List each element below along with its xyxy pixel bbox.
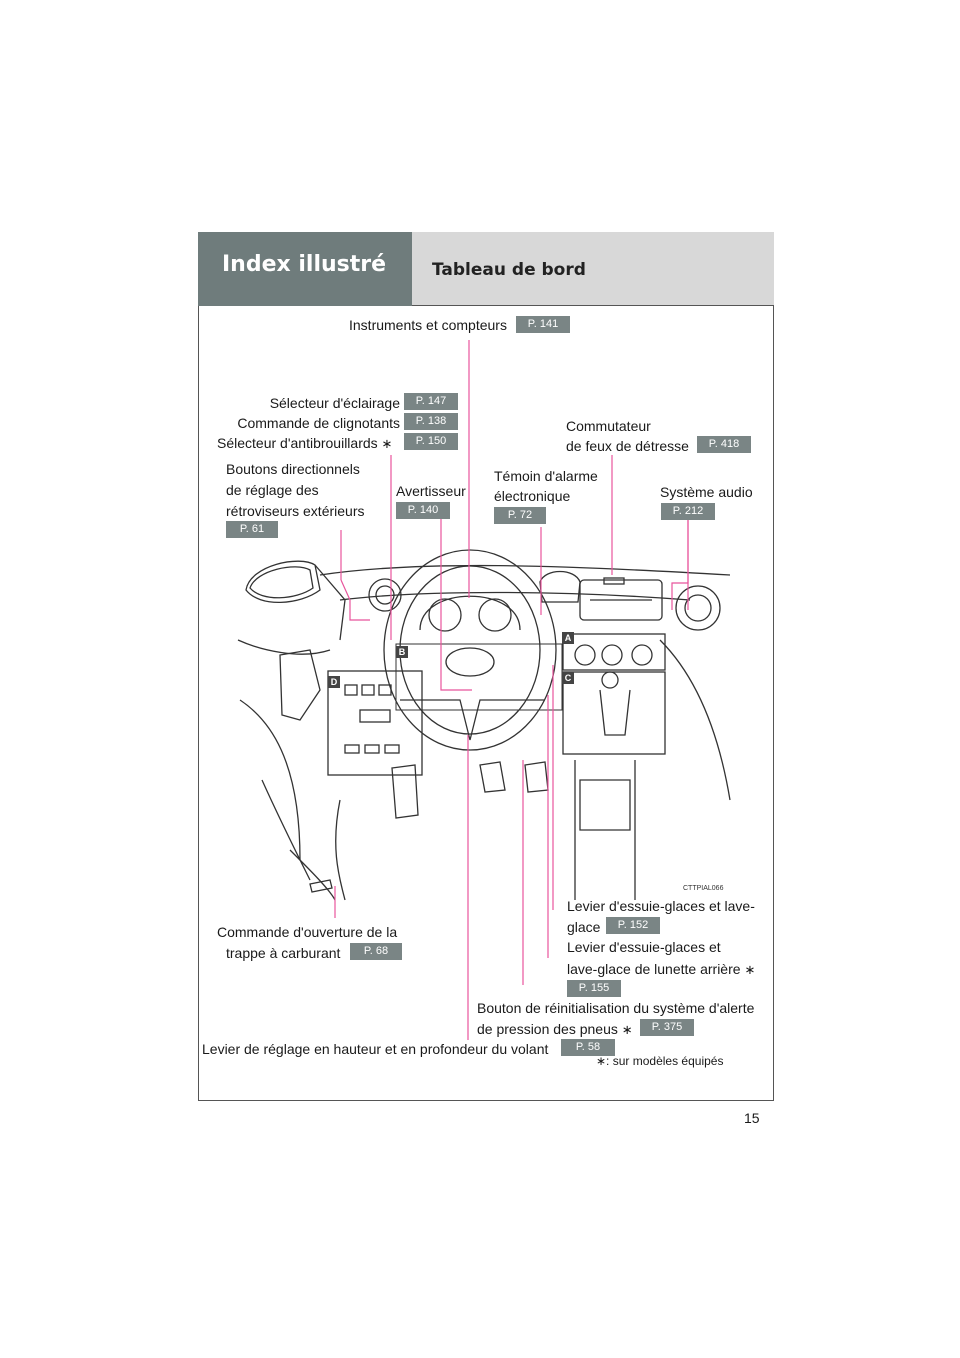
label-detresse-2: de feux de détresse [566, 438, 689, 454]
label-antibrouillards: Sélecteur d'antibrouillards ∗ [217, 434, 392, 453]
pression-text: de pression des pneus [477, 1021, 618, 1037]
ref-avertisseur[interactable]: P. 140 [396, 502, 450, 519]
ref-eclairage[interactable]: P. 147 [404, 393, 458, 410]
label-volant: Levier de réglage en hauteur et en profo… [202, 1041, 549, 1057]
section-title: Index illustré [222, 252, 387, 277]
page-header: Tableau de bord [412, 232, 774, 306]
label-alarme-2: électronique [494, 488, 571, 504]
section-header: Index illustré [198, 232, 412, 306]
label-essuie1-1: Levier d'essuie-glaces et lave- [567, 898, 755, 914]
footnote: ∗: sur modèles équipés [596, 1054, 724, 1068]
label-pression-1: Bouton de réinitialisation du système d'… [477, 1000, 755, 1016]
label-retroviseurs-2: de réglage des [226, 482, 319, 498]
label-instruments: Instruments et compteurs [349, 317, 507, 333]
ref-pression[interactable]: P. 375 [640, 1019, 694, 1036]
label-carburant-2: trappe à carburant [226, 945, 341, 961]
pression-star: ∗ [621, 1022, 633, 1037]
badge-c: C [562, 672, 574, 684]
ref-clignotants[interactable]: P. 138 [404, 413, 458, 430]
ref-alarme[interactable]: P. 72 [494, 507, 546, 524]
ref-carburant[interactable]: P. 68 [350, 943, 402, 960]
ref-essuie1[interactable]: P. 152 [606, 917, 660, 934]
ref-essuie2[interactable]: P. 155 [567, 980, 621, 997]
badge-b: B [396, 646, 408, 658]
ref-retroviseurs[interactable]: P. 61 [226, 521, 278, 538]
label-essuie1-2: glace [567, 919, 601, 935]
badge-a: A [562, 632, 574, 644]
label-carburant-1: Commande d'ouverture de la [217, 924, 398, 940]
antibrouillards-star: ∗ [381, 436, 393, 451]
label-retroviseurs-3: rétroviseurs extérieurs [226, 503, 365, 519]
label-detresse-1: Commutateur [566, 418, 651, 434]
page-number: 15 [744, 1110, 760, 1126]
ref-audio[interactable]: P. 212 [661, 503, 715, 520]
label-clignotants: Commande de clignotants [237, 415, 400, 431]
label-pression-2: de pression des pneus ∗ [477, 1020, 633, 1039]
essuie2-text: lave-glace de lunette arrière [567, 961, 741, 977]
label-retroviseurs-1: Boutons directionnels [226, 461, 360, 477]
label-avertisseur: Avertisseur [396, 483, 466, 499]
label-eclairage: Sélecteur d'éclairage [269, 395, 400, 411]
ref-instruments[interactable]: P. 141 [516, 316, 570, 333]
label-audio: Système audio [660, 484, 753, 500]
label-alarme-1: Témoin d'alarme [494, 468, 598, 484]
illustration-code: CTTPIAL066 [683, 885, 724, 892]
antibrouillards-text: Sélecteur d'antibrouillards [217, 435, 378, 451]
page-title: Tableau de bord [432, 260, 586, 280]
ref-antibrouillards[interactable]: P. 150 [404, 433, 458, 450]
ref-volant[interactable]: P. 58 [561, 1039, 615, 1056]
badge-d: D [328, 676, 340, 688]
ref-detresse[interactable]: P. 418 [697, 436, 751, 453]
label-essuie2-2: lave-glace de lunette arrière ∗ [567, 960, 755, 979]
essuie2-star: ∗ [744, 962, 756, 977]
label-essuie2-1: Levier d'essuie-glaces et [567, 939, 721, 955]
page-frame [198, 232, 774, 1101]
